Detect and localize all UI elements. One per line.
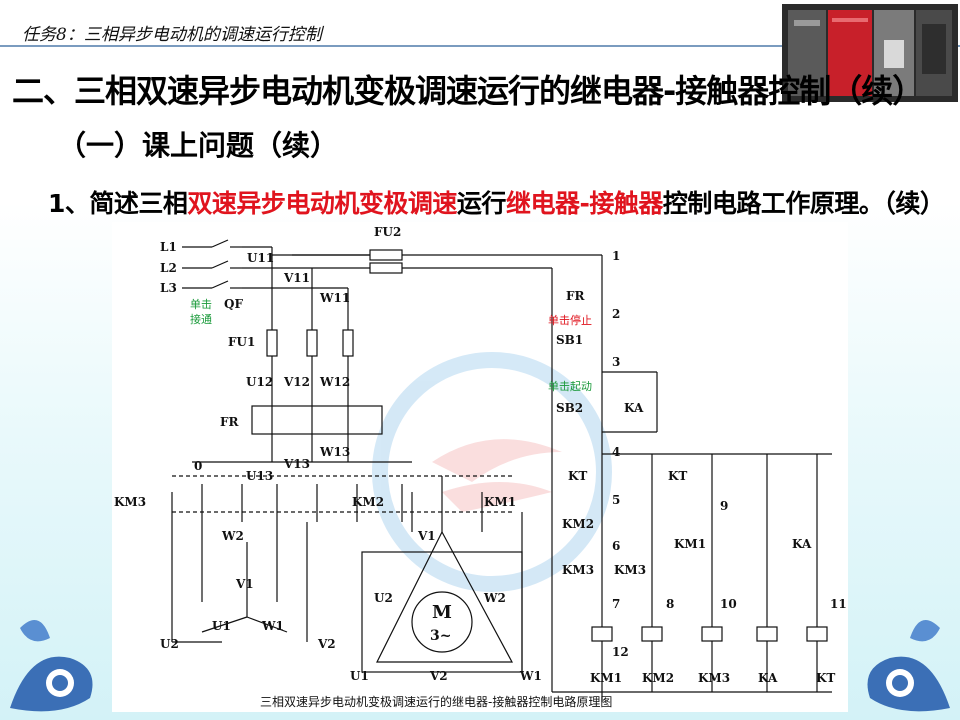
label-fu2: FU2 [374,225,401,239]
slide-subtitle: （一）课上问题（续） [58,129,339,162]
label-kt-contact-2: KT [668,469,687,483]
label-node-6: 6 [612,539,620,553]
label-node-11: 11 [830,597,847,611]
label-w12: W12 [319,375,350,389]
label-l1: L1 [160,240,177,254]
question-mid: 运行 [456,189,507,218]
label-u1-star: U1 [212,619,231,633]
label-node-1: 1 [612,249,620,263]
label-node-4: 4 [612,445,620,459]
label-v2-star: V2 [317,637,336,651]
label-sb2: SB2 [556,401,583,415]
label-km1-contact: KM1 [674,537,706,551]
label-node-8: 8 [666,597,674,611]
question-suffix: 控制电路工作原理。（续） [662,189,945,218]
label-v11: V11 [283,271,310,285]
label-u12: U12 [246,375,273,389]
coil-km3-label: KM3 [698,671,730,685]
label-w11: W11 [319,291,350,305]
coil-km2-label: KM2 [642,671,674,685]
label-w1-delta: W1 [519,669,542,683]
label-w13: W13 [319,445,350,459]
slide-title: 二、三相双速异步电动机变极调速运行的继电器-接触器控制（续） [12,72,924,110]
label-l3: L3 [160,281,177,295]
label-node-9: 9 [720,499,728,513]
label-node-12: 12 [612,645,629,659]
label-v1-star: V1 [235,577,254,591]
label-w2-delta: W2 [483,591,506,605]
label-node-0: 0 [194,459,202,473]
label-w1-star: W1 [261,619,284,633]
label-u2-delta: U2 [374,591,393,605]
label-node-10: 10 [720,597,737,611]
label-qf-note-1: 单击 [190,298,212,311]
question-prefix: 1、简述三相 [48,189,188,218]
label-fr-ctl: FR [566,289,586,303]
task-header: 任务8：三相异步电动机的调速运行控制 [22,25,322,45]
label-km2-contact: KM2 [562,517,594,531]
label-u1-delta: U1 [350,669,369,683]
label-v12: V12 [283,375,310,389]
label-kt-contact-1: KT [568,469,587,483]
label-u11: U11 [247,251,274,265]
coil-km1-label: KM1 [590,671,622,685]
label-w2-star: W2 [221,529,244,543]
header-divider [0,45,960,47]
label-km2-main: KM2 [352,495,384,509]
motor-phase-label: 3~ [430,628,451,644]
question-highlight-2: 继电器-接触器 [505,189,663,218]
label-start-note: 单击起动 [548,380,592,393]
label-km1-main: KM1 [484,495,516,509]
label-ka-contact-2: KA [792,537,812,551]
label-km3-contact-2: KM3 [614,563,646,577]
label-node-7: 7 [612,597,620,611]
plc-image [782,4,958,102]
label-km3-main: KM3 [114,495,146,509]
label-qf-note-2: 接通 [190,313,212,326]
label-v1-delta: V1 [417,529,436,543]
label-sb1: SB1 [556,333,583,347]
label-node-2: 2 [612,307,620,321]
label-stop-note: 单击停止 [548,313,592,327]
label-ka-contact-1: KA [624,401,644,415]
diagram-caption: 三相双速异步电动机变极调速运行的继电器-接触器控制电路原理图 [260,694,612,709]
label-fr-main: FR [220,415,240,429]
label-l2: L2 [160,261,177,275]
ornament-left [10,620,93,712]
label-qf: QF [224,297,243,311]
motor-label: M [432,602,452,623]
label-km3-contact-1: KM3 [562,563,594,577]
label-v13: V13 [283,457,310,471]
label-v2-delta: V2 [429,669,448,683]
coil-kt-label: KT [816,671,835,685]
watermark-logo [372,352,612,592]
label-u2-star: U2 [160,637,179,651]
ornament-right [867,620,950,712]
coil-ka-label: KA [758,671,778,685]
label-fu1: FU1 [228,335,255,349]
question-highlight-1: 双速异步电动机变极调速 [187,189,457,218]
question-text: 1、简述三相双速异步电动机变极调速运行继电器-接触器控制电路工作原理。（续） [48,184,945,220]
label-u13: U13 [246,469,273,483]
label-node-5: 5 [612,493,620,507]
circuit-diagram: L1 L2 L3 U11 V11 W11 单击 接通 QF FU2 FU1 U1… [112,222,848,712]
label-node-3: 3 [612,355,620,369]
